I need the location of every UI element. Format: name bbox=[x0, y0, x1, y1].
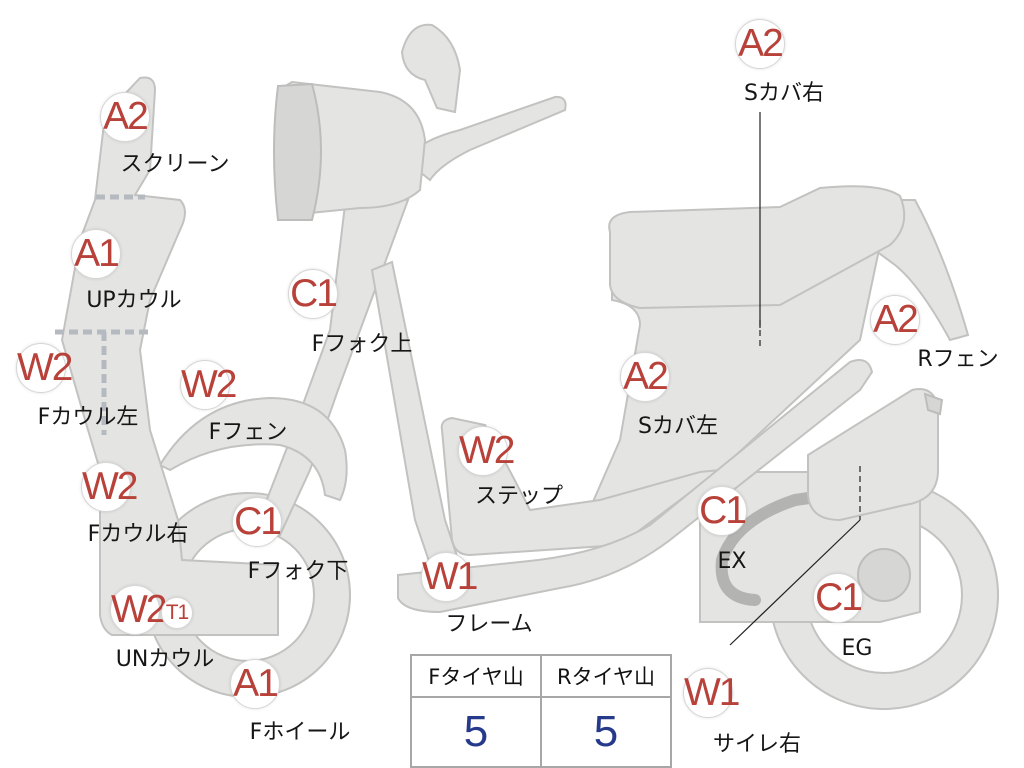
frame-grade-badge[interactable]: W1 bbox=[421, 552, 479, 602]
engine-label: EG bbox=[841, 636, 873, 661]
headlight-lens bbox=[273, 82, 322, 221]
silencer-right-grade-badge[interactable]: W1 bbox=[683, 668, 741, 718]
exhaust-pipe bbox=[715, 489, 836, 606]
muffler-tip bbox=[923, 392, 944, 416]
up-cowl-grade-badge[interactable]: A1 bbox=[71, 229, 121, 279]
f-fork-upper-grade-badge[interactable]: C1 bbox=[288, 269, 338, 319]
front-tire-tread-value[interactable]: 5 bbox=[410, 696, 542, 768]
exhaust-label: EX bbox=[717, 549, 747, 574]
un-cowl-label: UNカウル bbox=[115, 647, 215, 672]
handlebar bbox=[403, 95, 567, 182]
mirror bbox=[400, 23, 462, 114]
f-wheel-label: Fホイール bbox=[249, 720, 351, 745]
muffler bbox=[807, 388, 939, 522]
front-fender bbox=[158, 396, 348, 502]
f-fork-upper-label: Fフォク上 bbox=[311, 332, 413, 357]
un-cowl-sub-grade-badge[interactable]: T1 bbox=[161, 597, 193, 629]
s-cover-right-label: Sカバ右 bbox=[744, 81, 824, 106]
step-grade-badge[interactable]: W2 bbox=[458, 426, 516, 476]
screen-grade-badge[interactable]: A2 bbox=[100, 92, 150, 142]
engine-grade-badge[interactable]: C1 bbox=[813, 573, 863, 623]
down-tube bbox=[370, 260, 462, 572]
tire-tread-table: Fタイヤ山 Rタイヤ山 5 5 bbox=[410, 654, 672, 768]
r-fender-label: Rフェン bbox=[917, 347, 999, 372]
s-cover-right-grade-badge[interactable]: A2 bbox=[735, 19, 785, 69]
step-label: ステップ bbox=[474, 484, 564, 509]
f-fork-lower-label: Fフォク下 bbox=[247, 559, 349, 584]
rear-tire-tread-header: Rタイヤ山 bbox=[540, 654, 672, 698]
f-cowl-right-label: Fカウル右 bbox=[87, 522, 189, 547]
silencer-leader bbox=[729, 519, 861, 646]
f-wheel-grade-badge[interactable]: A1 bbox=[230, 659, 280, 709]
s-cover-left-grade-badge[interactable]: A2 bbox=[620, 352, 670, 402]
f-cowl-left-label: Fカウル左 bbox=[37, 405, 139, 430]
f-fender-grade-badge[interactable]: W2 bbox=[180, 360, 238, 410]
screen-label: スクリーン bbox=[120, 152, 230, 177]
f-cowl-right-grade-badge[interactable]: W2 bbox=[81, 462, 139, 512]
s-cover-left-label: Sカバ左 bbox=[638, 414, 718, 439]
exhaust-grade-badge[interactable]: C1 bbox=[697, 486, 747, 536]
r-fender-grade-badge[interactable]: A2 bbox=[870, 295, 920, 345]
frame-label: フレーム bbox=[445, 612, 533, 637]
seat bbox=[608, 185, 906, 310]
front-tire-tread-header: Fタイヤ山 bbox=[410, 654, 542, 698]
rear-tire-tread-value[interactable]: 5 bbox=[540, 696, 672, 768]
silencer-right-label: サイレ右 bbox=[712, 732, 802, 757]
un-cowl-grade-badge[interactable]: W2 bbox=[110, 585, 168, 635]
f-fender-label: Fフェン bbox=[208, 420, 288, 445]
engine-hub bbox=[857, 548, 911, 602]
up-cowl-label: UPカウル bbox=[86, 288, 182, 313]
f-cowl-left-grade-badge[interactable]: W2 bbox=[16, 343, 74, 393]
step-board bbox=[440, 416, 724, 557]
f-fork-lower-grade-badge[interactable]: C1 bbox=[232, 497, 282, 547]
